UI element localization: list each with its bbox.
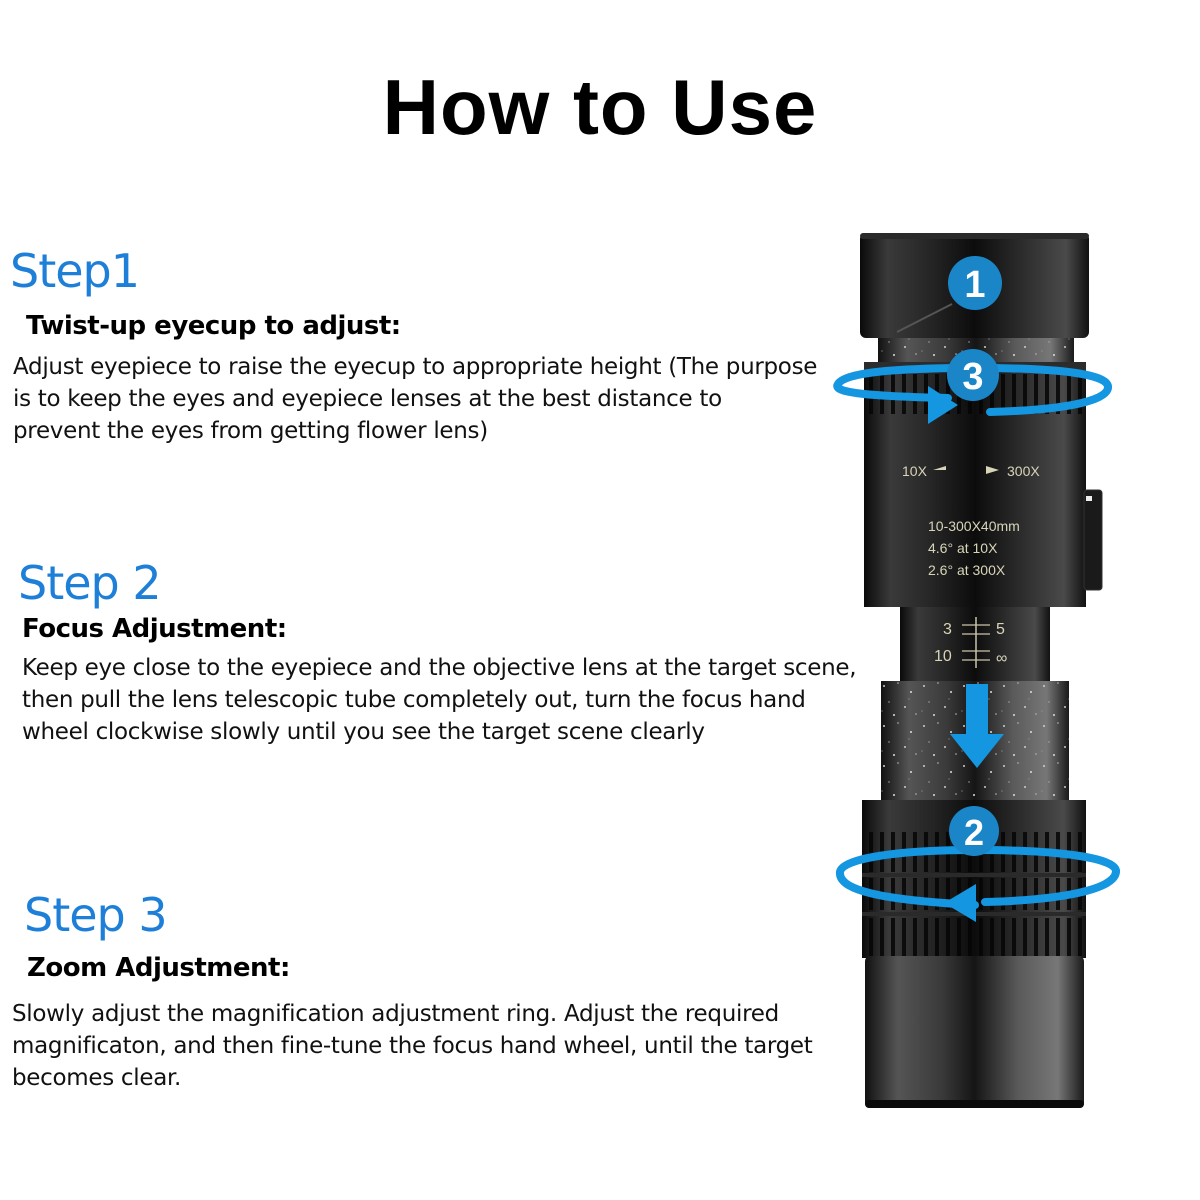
spec-line: 10-300X40mm — [928, 518, 1020, 534]
step-2-line: Keep eye close to the eyepiece and the o… — [22, 655, 857, 681]
focus-mark-3: 3 — [943, 621, 952, 638]
focus-mark-5: 5 — [996, 621, 1005, 638]
step-3-line: magnificaton, and then fine-tune the foc… — [12, 1033, 813, 1059]
step-2-heading: Step 2 — [18, 556, 162, 610]
marker-2: 2 — [949, 806, 999, 856]
step-1-line: prevent the eyes from getting flower len… — [13, 418, 488, 444]
step-2-line: then pull the lens telescopic tube compl… — [22, 687, 806, 713]
step-3-line: Slowly adjust the magnification adjustme… — [12, 1001, 779, 1027]
marker-3-label: 3 — [962, 356, 983, 398]
spec-line: 2.6° at 300X — [928, 562, 1006, 578]
step-1-line: is to keep the eyes and eyepiece lenses … — [13, 386, 722, 412]
step-2-description: Keep eye close to the eyepiece and the o… — [22, 652, 857, 748]
side-clip — [1083, 489, 1103, 591]
zoom-body: 10X 300X 10-300X40mm 4.6° at 10X 2.6° at… — [864, 420, 1103, 607]
zoom-min-label: 10X — [902, 463, 928, 479]
step-3-subheading: Zoom Adjustment: — [27, 953, 290, 983]
step-3-line: becomes clear. — [12, 1065, 182, 1091]
step-1-line: Adjust eyepiece to raise the eyecup to a… — [13, 354, 818, 380]
focus-mark-10: 10 — [934, 648, 952, 665]
marker-1-label: 1 — [964, 264, 985, 306]
step-2-subheading: Focus Adjustment: — [22, 614, 287, 644]
step-3-description: Slowly adjust the magnification adjustme… — [12, 998, 813, 1094]
page-title: How to Use — [382, 63, 818, 151]
step-2-line: wheel clockwise slowly until you see the… — [22, 719, 705, 745]
step-1-heading: Step1 — [10, 244, 140, 298]
spec-line: 4.6° at 10X — [928, 540, 998, 556]
step-3-heading: Step 3 — [24, 888, 168, 942]
step-1-subheading: Twist-up eyecup to adjust: — [26, 311, 401, 341]
pull-down-arrow-icon — [950, 684, 1004, 768]
focus-mark-infinity: ∞ — [996, 650, 1007, 667]
marker-2-label: 2 — [964, 812, 984, 853]
focus-scale-tube: 3 5 10 ∞ — [900, 607, 1050, 683]
objective-barrel — [865, 956, 1084, 1108]
marker-3: 3 — [947, 349, 999, 401]
marker-1: 1 — [948, 256, 1002, 310]
step-1-description: Adjust eyepiece to raise the eyecup to a… — [13, 351, 817, 447]
zoom-max-label: 300X — [1007, 463, 1040, 479]
